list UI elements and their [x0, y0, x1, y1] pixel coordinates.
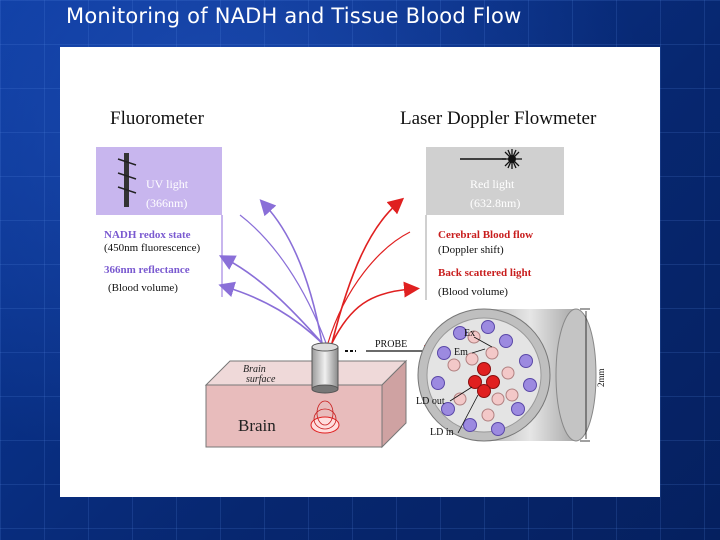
red-return-line	[327, 231, 411, 344]
ld-out-label: LD out	[416, 396, 445, 407]
brain-label: Brain	[238, 416, 276, 435]
brain-surface-label-2: surface	[246, 374, 276, 385]
diagram-svg: Fluorometer Laser Doppler Flowmeter UV l…	[96, 108, 606, 449]
uv-return-line	[239, 214, 327, 344]
cbf-return-arrow	[331, 281, 420, 344]
nadh-state-label: NADH redox state	[104, 229, 191, 241]
diameter-label: 2mm	[596, 368, 606, 387]
uv-wavelength-label: (366nm)	[146, 196, 187, 210]
cbf-label: Cerebral Blood flow	[438, 229, 533, 241]
nadh-emission-arrow	[218, 255, 323, 344]
red-light-label: Red light	[470, 177, 515, 191]
red-wavelength-label: (632.8nm)	[470, 196, 520, 210]
reflectance-volume-label: (Blood volume)	[108, 282, 178, 294]
fluorometer-heading: Fluorometer	[110, 108, 205, 129]
probe-label: PROBE	[375, 339, 407, 350]
ldf-heading: Laser Doppler Flowmeter	[400, 108, 597, 129]
brain-block	[204, 359, 408, 449]
uv-light-label: UV light	[146, 177, 189, 191]
ld-in-label: LD in	[430, 427, 454, 438]
slide-title: Monitoring of NADH and Tissue Blood Flow	[66, 4, 522, 28]
fiber-bundle	[431, 320, 537, 436]
backscatter-label: Back scattered light	[438, 267, 532, 279]
reflectance-label: 366nm reflectance	[104, 264, 190, 276]
uv-excitation-arrow	[259, 199, 323, 344]
laser-burst-icon	[502, 149, 522, 169]
doppler-shift-label: (Doppler shift)	[438, 244, 504, 256]
backscatter-volume-label: (Blood volume)	[438, 286, 508, 298]
red-light-panel: Red light (632.8nm)	[426, 147, 564, 215]
figure-panel: Fluorometer Laser Doppler Flowmeter UV l…	[60, 47, 660, 497]
uv-light-panel: UV light (366nm)	[96, 147, 222, 215]
brain-surface-label-1: Brain	[243, 364, 266, 375]
nadh-fluorescence-label: (450nm fluorescence)	[104, 242, 201, 254]
uv-lamp-icon	[124, 153, 129, 207]
ex-label: Ex	[464, 328, 475, 339]
reflectance-arrow	[218, 281, 323, 344]
em-label: Em	[454, 347, 468, 358]
probe	[310, 342, 340, 434]
red-excitation-arrow	[331, 197, 405, 344]
uv-info-box	[96, 215, 222, 297]
